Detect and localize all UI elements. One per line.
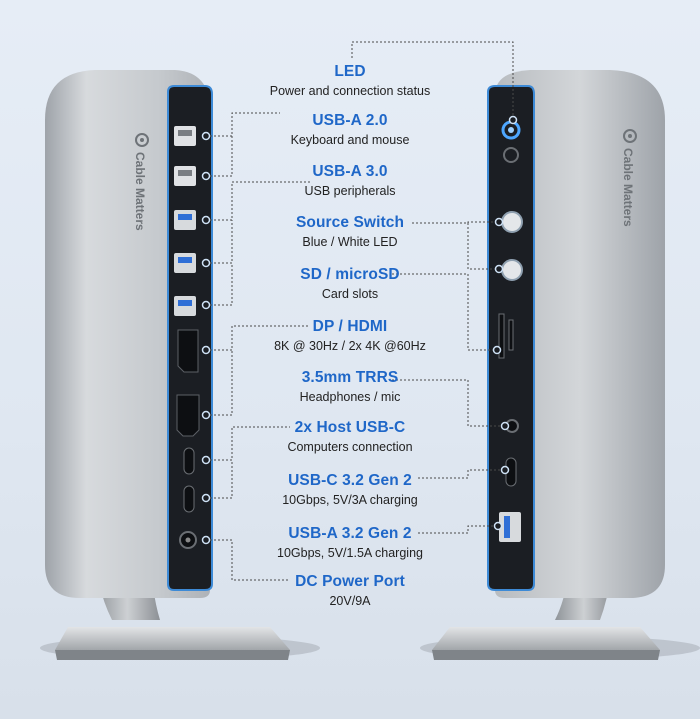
- label-subtitle: Card slots: [321, 287, 379, 301]
- label-usb-a-gen2: USB-A 3.2 Gen 2 10Gbps, 5V/1.5A charging: [230, 525, 470, 560]
- status-led-icon: [503, 147, 519, 163]
- label-subtitle: Power and connection status: [269, 84, 431, 98]
- label-subtitle: Blue / White LED: [302, 235, 398, 249]
- right-ports: [498, 120, 523, 542]
- label-title: DP / HDMI: [312, 318, 388, 335]
- connector-dots: [201, 115, 518, 545]
- label-subtitle: Keyboard and mouse: [290, 133, 410, 147]
- label-title: SD / microSD: [300, 266, 400, 283]
- label-subtitle: 20V/9A: [329, 594, 371, 608]
- label-title: USB-A 3.0: [312, 163, 388, 180]
- label-title: Source Switch: [295, 214, 405, 231]
- label-trrs: 3.5mm TRRS Headphones / mic: [230, 369, 470, 404]
- label-subtitle: 10Gbps, 5V/3A charging: [282, 493, 418, 507]
- right-body: [495, 70, 665, 598]
- label-subtitle: 10Gbps, 5V/1.5A charging: [277, 546, 423, 560]
- label-subtitle: Computers connection: [287, 440, 413, 454]
- label-title: 2x Host USB-C: [294, 419, 406, 436]
- label-subtitle: Headphones / mic: [299, 390, 401, 404]
- hdmi-port: [176, 394, 200, 437]
- label-sd-microsd: SD / microSD Card slots: [230, 266, 470, 301]
- right-brand-text: Cable Matters: [621, 148, 635, 227]
- source-switch-1-button: [501, 211, 523, 233]
- label-title: LED: [334, 63, 366, 80]
- label-host-usb-c: 2x Host USB-C Computers connection: [230, 419, 470, 454]
- right-brand-logo: [623, 129, 637, 143]
- host-usb-c-port: [183, 447, 195, 475]
- right-base: [432, 627, 660, 650]
- label-subtitle: USB peripherals: [304, 184, 396, 198]
- label-title: USB-A 3.2 Gen 2: [288, 525, 412, 542]
- label-dc-power: DC Power Port 20V/9A: [230, 573, 470, 608]
- label-title: 3.5mm TRRS: [301, 369, 399, 386]
- sd-card-slot: [498, 313, 505, 359]
- left-brand-logo: [135, 133, 149, 147]
- label-usb-a-3: USB-A 3.0 USB peripherals: [230, 163, 470, 198]
- host-usb-c-port: [183, 485, 195, 513]
- label-title: USB-A 2.0: [312, 112, 388, 129]
- right-dock: [420, 70, 700, 660]
- label-source-switch: Source Switch Blue / White LED: [230, 214, 470, 249]
- label-title: DC Power Port: [295, 573, 405, 590]
- connector-lines: [206, 41, 514, 581]
- source-switch-2-button: [501, 259, 523, 281]
- label-dp-hdmi: DP / HDMI 8K @ 30Hz / 2x 4K @60Hz: [230, 318, 470, 353]
- label-subtitle: 8K @ 30Hz / 2x 4K @60Hz: [274, 339, 426, 353]
- left-brand-text: Cable Matters: [133, 152, 147, 231]
- left-ports: [174, 126, 200, 549]
- label-usb-c-gen2: USB-C 3.2 Gen 2 10Gbps, 5V/3A charging: [230, 472, 470, 507]
- label-title: USB-C 3.2 Gen 2: [288, 472, 412, 489]
- label-usb-a-2: USB-A 2.0 Keyboard and mouse: [230, 112, 470, 147]
- displayport-port: [177, 329, 199, 373]
- label-led: LED Power and connection status: [230, 63, 470, 98]
- left-base: [55, 627, 290, 650]
- microsd-card-slot: [508, 319, 514, 351]
